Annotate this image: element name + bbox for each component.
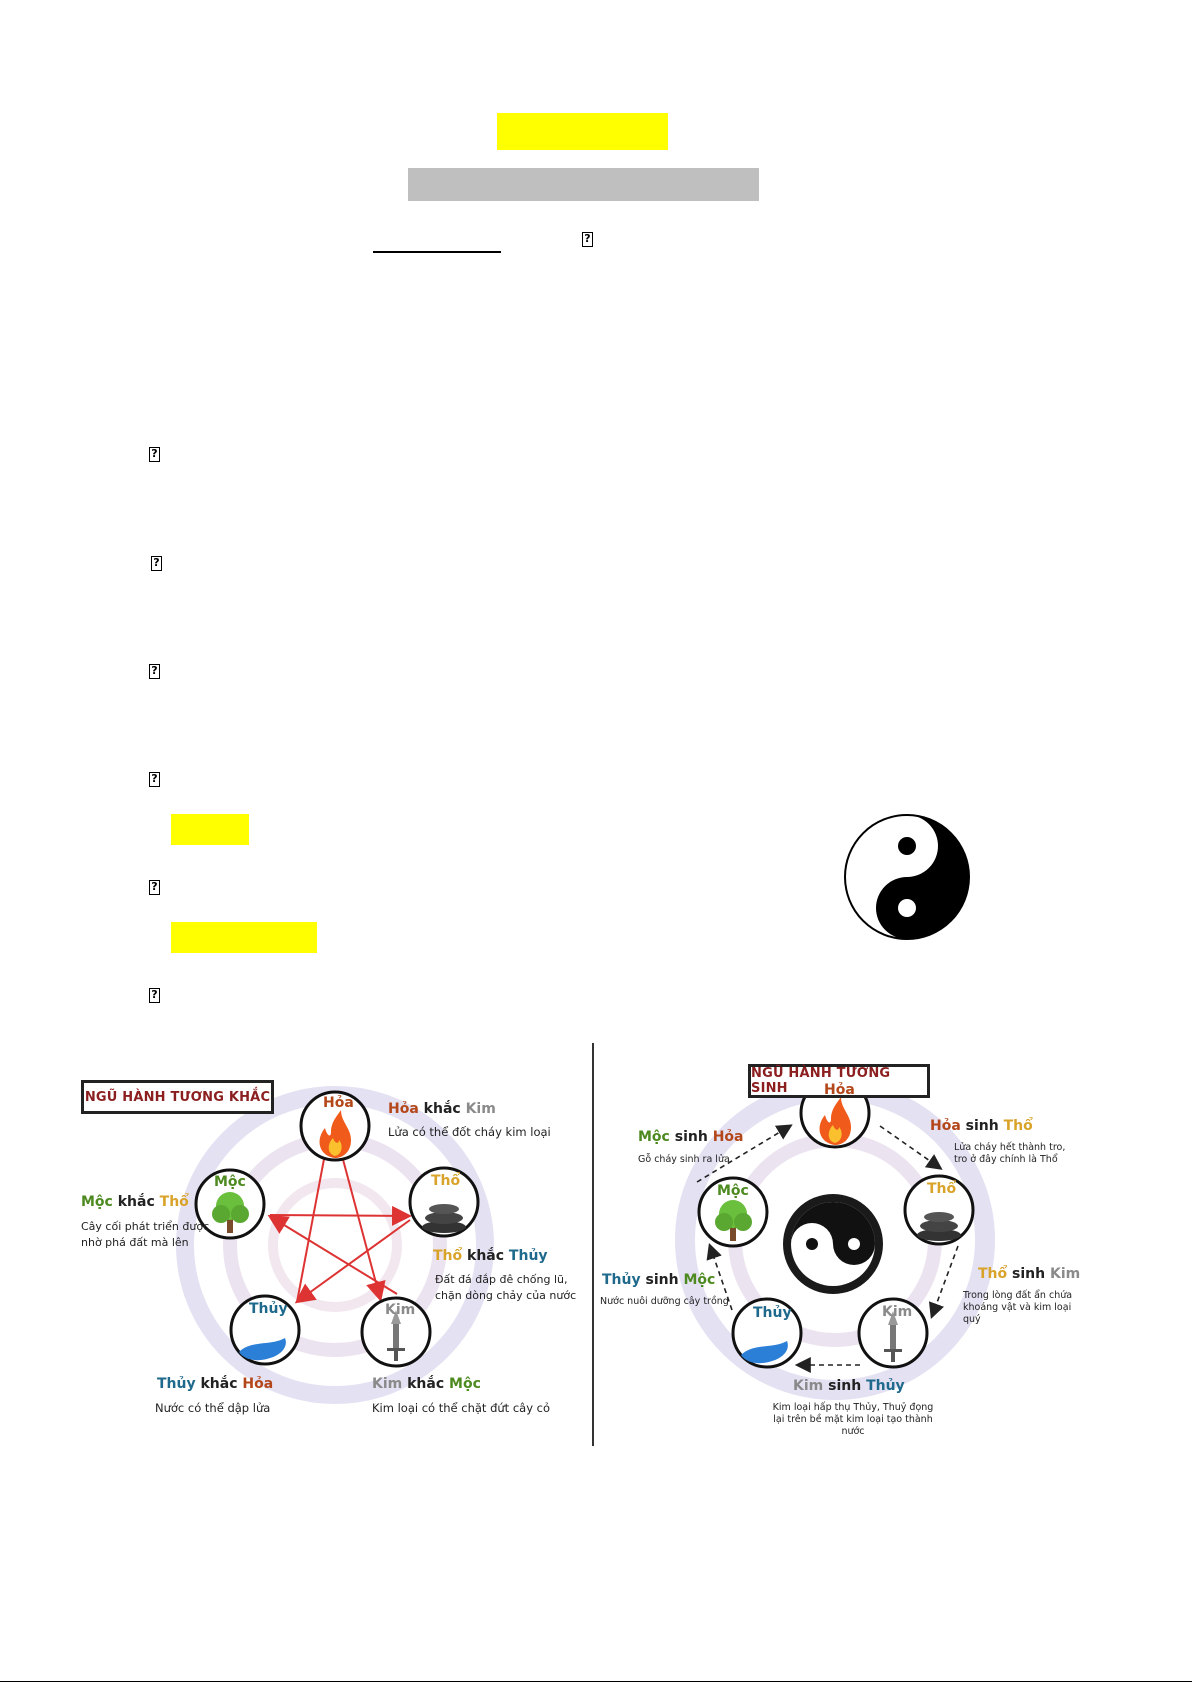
khac-node-hoa: Hỏa (323, 1095, 354, 1111)
sinh-node-tho: Thổ (927, 1181, 957, 1197)
panel-divider (592, 1043, 594, 1446)
sinh-rel-thuy-moc: Thủy sinh Mộc (602, 1272, 716, 1288)
khac-title: NGŨ HÀNH TƯƠNG KHẮC (81, 1080, 274, 1114)
term-highlight (171, 814, 249, 845)
sinh-node-thuy: Thủy (753, 1305, 792, 1321)
khac-desc-thuy-hoa: Nước có thể dập lửa (155, 1401, 271, 1415)
khac-diagram-graphic (176, 1086, 494, 1404)
sinh-desc-kim-thuy: Kim loại hấp thụ Thủy, Thuỷ đọng lại trê… (772, 1402, 934, 1437)
sinh-rel-moc-hoa: Mộc sinh Hỏa (638, 1129, 744, 1145)
khac-desc-moc-tho: Cây cối phát triển được nhờ phá đất mà l… (81, 1220, 210, 1249)
title-highlight (497, 113, 668, 150)
sinh-node-kim: Kim (882, 1304, 913, 1320)
sinh-rel-kim-thuy: Kim sinh Thủy (793, 1378, 905, 1394)
missing-glyph-icon: ? (149, 664, 160, 679)
sinh-desc-thuy-moc: Nước nuôi dưỡng cây trồng (600, 1296, 729, 1307)
sinh-rel-tho-kim: Thổ sinh Kim (978, 1266, 1081, 1282)
sinh-rel-hoa-tho: Hỏa sinh Thổ (930, 1118, 1033, 1134)
page-bottom-rule (0, 1681, 1192, 1682)
khac-desc-hoa-kim: Lửa có thể đốt cháy kim loại (388, 1125, 551, 1139)
sinh-desc-tho-kim: Trong lòng đất ẩn chứa khoáng vật và kim… (963, 1290, 1073, 1325)
sinh-node-moc: Mộc (717, 1183, 749, 1199)
khac-diagram: NGŨ HÀNH TƯƠNG KHẮC Hỏa Thổ Kim Thủy Mộc… (75, 1040, 585, 1440)
khac-rel-tho-thuy: Thổ khắc Thủy (433, 1248, 548, 1264)
missing-glyph-icon: ? (149, 447, 160, 462)
missing-glyph-icon: ? (149, 772, 160, 787)
sinh-desc-moc-hoa: Gỗ cháy sinh ra lửa (638, 1154, 730, 1165)
khac-rel-kim-moc: Kim khắc Mộc (372, 1376, 481, 1392)
khac-desc-kim-moc: Kim loại có thể chặt đứt cây cỏ (372, 1401, 551, 1415)
sinh-diagram: NGŨ HÀNH TƯƠNG SINH Hỏa Thổ Kim Thủy Mộc… (600, 1040, 1090, 1440)
missing-glyph-icon: ? (151, 556, 162, 571)
sinh-desc-hoa-tho: Lửa cháy hết thành tro, tro ở đây chính … (954, 1142, 1066, 1165)
term-highlight (171, 922, 317, 953)
underline-rule (373, 251, 501, 253)
khac-node-kim: Kim (385, 1302, 416, 1318)
khac-desc-tho-thuy: Đất đá đắp đê chống lũ, chặn dòng chảy c… (435, 1273, 577, 1302)
khac-node-thuy: Thủy (249, 1301, 288, 1317)
sinh-title: NGŨ HÀNH TƯƠNG SINH (748, 1064, 930, 1098)
khac-rel-moc-tho: Mộc khắc Thổ (81, 1194, 189, 1210)
missing-glyph-icon: ? (582, 232, 593, 247)
khac-rel-thuy-hoa: Thủy khắc Hỏa (157, 1376, 274, 1392)
khac-node-tho: Thổ (431, 1173, 461, 1189)
subtitle-highlight (408, 168, 759, 201)
missing-glyph-icon: ? (149, 988, 160, 1003)
missing-glyph-icon: ? (149, 880, 160, 895)
sinh-node-hoa: Hỏa (824, 1082, 855, 1098)
yin-yang-icon (844, 814, 970, 940)
khac-rel-hoa-kim: Hỏa khắc Kim (388, 1101, 496, 1117)
khac-node-moc: Mộc (214, 1174, 246, 1190)
